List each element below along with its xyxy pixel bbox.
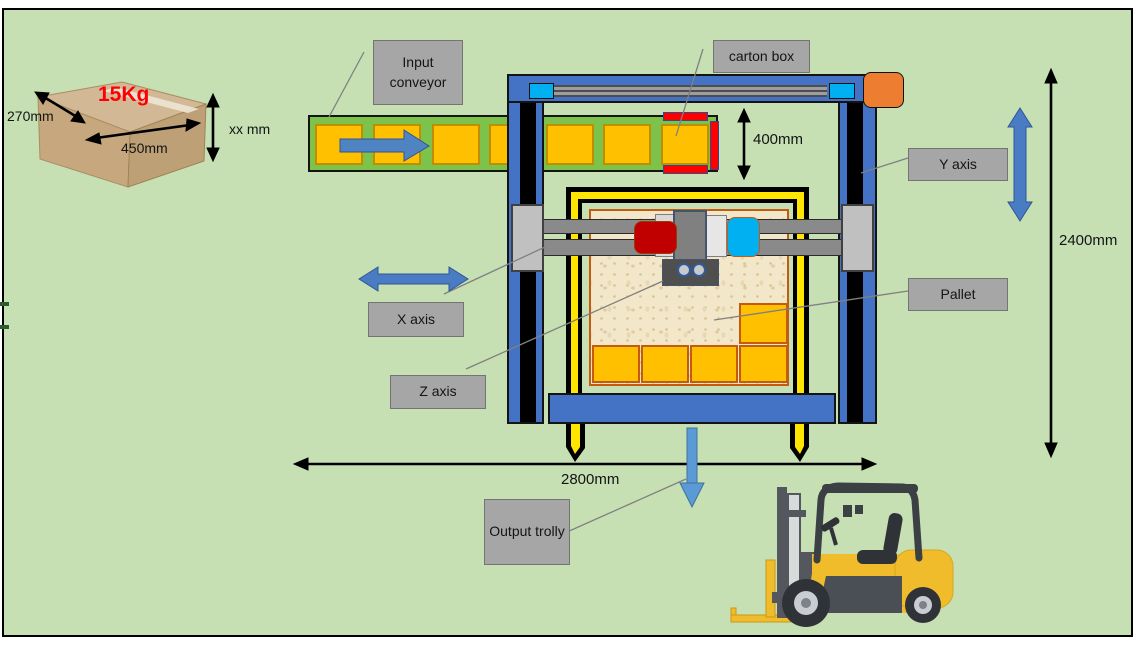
pallet-box [690,345,738,383]
rail-slider-right [829,83,855,99]
pallet-box [641,345,689,383]
carton-illustration [34,81,220,188]
leader-z-axis [465,280,664,370]
dimension-arrows [292,67,1058,471]
conveyor-flow-arrow-icon [339,129,430,162]
label-carton-box: carton box [713,40,810,73]
label-input-conveyor-text: Input conveyor [389,53,447,90]
label-z-axis: Z axis [390,375,486,409]
label-output-trolly-text: Output trolly [489,523,565,540]
conveyor-box [546,124,594,165]
carton-tape [104,87,199,113]
x-carriage-right [841,204,874,272]
label-pallet: Pallet [908,278,1008,311]
conveyor-box [432,124,480,165]
label-y-axis-text: Y axis [939,155,977,172]
forklift-illustration [730,482,954,627]
carton-weight: 15Kg [98,83,150,106]
left-edge-tick [0,302,9,306]
drive-motor-block [863,72,904,108]
leader-output-trolly [566,478,687,533]
carton-height: xx mm [229,121,271,137]
rail-groove [551,90,827,92]
label-x-axis: X axis [368,302,464,337]
label-output-trolly: Output trolly [484,499,570,565]
x-axis-arrow-icon [358,266,469,292]
label-y-axis: Y axis [908,148,1008,181]
carton-depth: 270mm [7,108,54,124]
cage-post-right [790,424,809,462]
pallet-box [739,345,788,383]
dim-overall-height: 2400mm [1059,232,1118,249]
gantry-bottom-beam [548,393,836,424]
leader-carton-box [675,48,704,137]
suction-cup [677,263,691,277]
conveyor-box-picked [661,124,709,165]
left-edge-tick [0,325,9,329]
leader-y-axis [860,157,909,174]
label-z-axis-text: Z axis [419,383,457,400]
suction-cup [692,263,706,277]
label-input-conveyor: Input conveyor [373,40,463,105]
dim-pick-clearance: 400mm [753,131,804,148]
label-pallet-text: Pallet [940,285,976,302]
cage-post-left [566,424,585,462]
carton-length: 450mm [121,140,168,156]
leader-input-conveyor [328,51,365,118]
pick-highlight-top [663,112,708,121]
pick-highlight-bottom [663,165,708,174]
gripper-motor-cyan [727,217,760,257]
output-arrow-icon [679,427,705,509]
conveyor-box [603,124,651,165]
rail-slider-left [529,83,554,99]
leader-x-axis [443,246,546,295]
leader-pallet [713,290,909,321]
dim-overall-width: 2800mm [561,471,620,488]
y-axis-arrow-icon [1007,107,1033,222]
pallet-box [592,345,640,383]
label-x-axis-text: X axis [396,310,436,327]
pick-highlight-right [710,121,719,170]
leader-lines [328,48,909,533]
label-carton-box-text: carton box [728,47,795,64]
gripper-motor-red [634,221,677,254]
gripper-bracket [662,259,719,286]
